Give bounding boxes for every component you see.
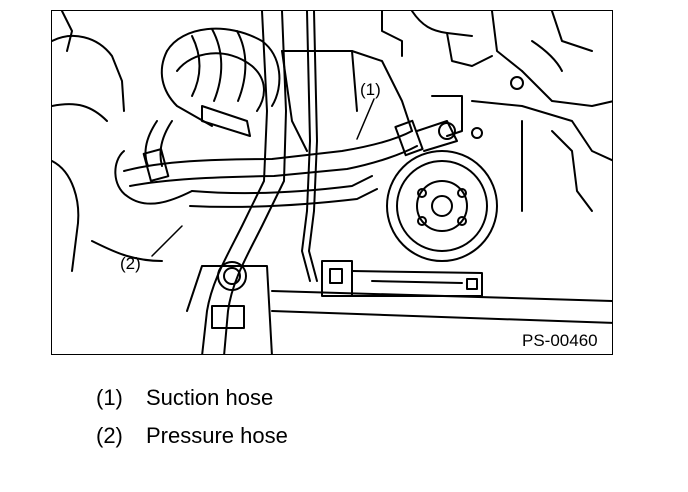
leader-line-1 [356,98,375,140]
engine-block [52,11,612,272]
legend-item-pressure-hose: (2) Pressure hose [96,423,288,449]
legend-text: Suction hose [146,385,274,410]
figure-code: PS-00460 [522,331,598,350]
mount-bracket [186,260,612,354]
intake-duct [160,27,281,137]
legend-number: (2) [96,423,123,448]
callout-2: (2) [120,254,141,273]
legend-text: Pressure hose [146,423,288,448]
legend-number: (1) [96,385,123,410]
legend-item-suction-hose: (1) Suction hose [96,385,273,411]
vertical-pipe [201,11,318,354]
leader-line-2 [151,225,183,257]
pulley [386,150,498,262]
diagram-figure: (1) (2) PS-00460 [51,10,613,355]
engine-illustration: (1) (2) PS-00460 [52,11,612,354]
callout-1: (1) [360,80,381,99]
pressure-hose [114,120,378,208]
